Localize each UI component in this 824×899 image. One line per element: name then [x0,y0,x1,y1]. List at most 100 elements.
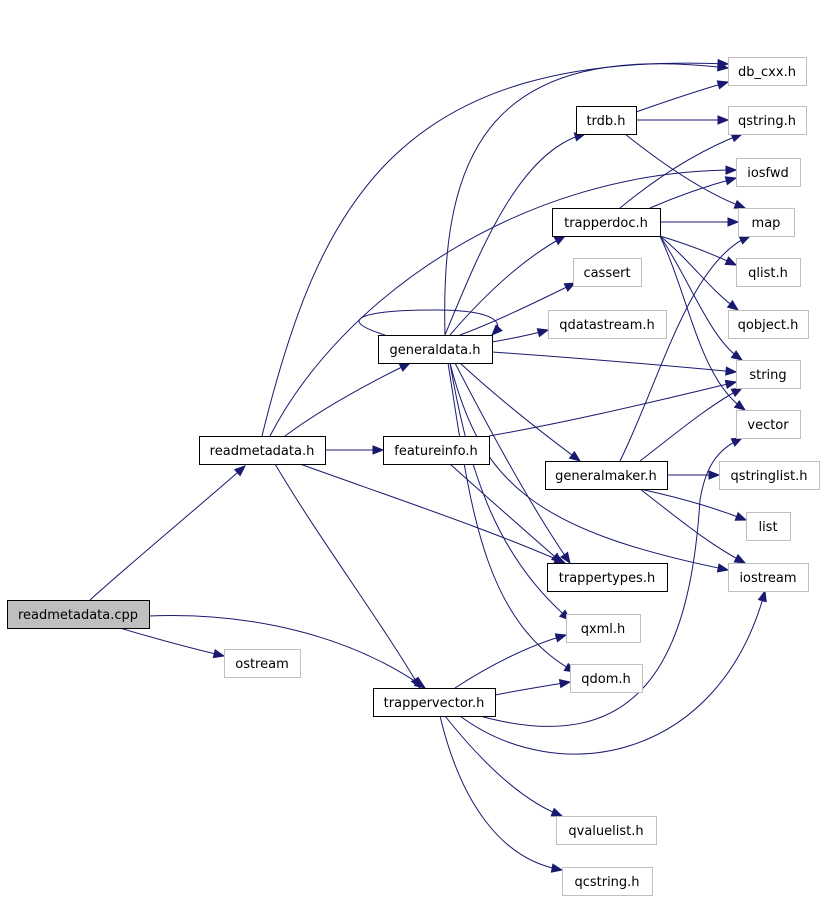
node-label: qvaluelist.h [568,824,643,839]
node-box [570,664,643,693]
node-box [573,258,642,287]
node-label: trdb.h [586,114,625,129]
node-iosfwd: iosfwd [736,158,801,187]
edge-line [659,235,746,411]
arrowhead-icon [550,807,564,817]
edge-line [639,387,743,462]
node-iostream: iostream [728,563,809,592]
edge-readmetadata-h-to-trappervector-h [274,463,421,690]
node-label: generaldata.h [389,343,480,358]
node-box [736,258,801,287]
node-box [373,688,496,717]
arrowhead-icon [410,676,421,690]
edge-trapperdoc-h-to-qobject-h [659,235,740,311]
node-box [383,436,490,465]
edge-generaldata-h-to-db-cxx-h [444,62,730,336]
node-qcstring-h: qcstring.h [562,867,653,896]
node-trdb-h[interactable]: trdb.h [576,106,637,135]
edge-trappervector-h-to-qvaluelist-h [444,715,564,817]
edge-line [454,362,571,564]
node-box [728,57,807,86]
node-label: generalmaker.h [555,469,657,484]
node-box [378,335,493,364]
edge-line [274,463,421,689]
edge-line [449,463,563,564]
arrowhead-icon [563,282,577,292]
node-label: trappertypes.h [559,571,655,586]
edge-line [439,715,563,871]
arrowhead-icon [536,328,550,338]
node-box [719,461,820,490]
arrowhead-icon [724,256,738,266]
edge-featureinfo-h-to-string [488,379,738,437]
arrowhead-icon [733,400,747,411]
edge-generaldata-h-to-generaldata-h [358,309,503,336]
edge-line [454,634,567,689]
node-cassert: cassert [573,258,642,287]
arrowhead-icon [708,470,721,480]
arrowhead-icon [717,115,730,125]
node-readmetadata-h[interactable]: readmetadata.h [199,436,326,465]
arrowhead-icon [725,165,738,175]
edge-readmetadata-cpp-to-readmetadata-h [89,465,247,601]
node-label: iostream [739,571,796,586]
edge-line [459,362,581,462]
edge-line [494,681,571,696]
arrowhead-icon [724,176,738,186]
node-box [728,310,809,339]
arrowhead-icon [724,379,738,390]
node-box [728,106,807,135]
arrowhead-icon [550,552,564,564]
edge-readmetadata-cpp-to-ostream [119,627,226,659]
edge-generalmaker-h-to-iostream [639,488,747,564]
arrowhead-icon [554,633,568,643]
node-generalmaker-h[interactable]: generalmaker.h [545,461,668,490]
edge-readmetadata-h-to-iosfwd [269,165,738,437]
node-generaldata-h[interactable]: generaldata.h [378,335,493,364]
node-box [736,410,801,439]
edge-line [488,381,737,437]
edge-generaldata-h-to-iostream [449,362,730,573]
arrowhead-icon [550,863,564,873]
node-featureinfo-h[interactable]: featureinfo.h [383,436,490,465]
node-box [746,512,791,541]
edge-line [459,590,766,755]
arrowhead-icon [233,465,247,477]
edge-trdb-h-to-db-cxx-h [635,80,730,113]
node-readmetadata-cpp[interactable]: readmetadata.cpp [7,600,150,629]
node-box [566,614,641,643]
node-trapperdoc-h[interactable]: trapperdoc.h [552,208,661,237]
edge-generaldata-h-to-qdatastream-h [491,328,550,343]
node-label: qlist.h [748,266,788,281]
node-qlist-h: qlist.h [736,258,801,287]
node-label: featureinfo.h [394,444,477,459]
edge-trapperdoc-h-to-qlist-h [659,235,738,266]
node-box [562,867,653,896]
edge-line [284,362,411,437]
node-qdom-h: qdom.h [570,664,643,693]
node-box [224,649,301,678]
edge-generaldata-h-to-qdom-h [447,362,577,673]
node-trappervector-h[interactable]: trappervector.h [373,688,496,717]
arrowhead-icon [757,589,767,603]
node-db-cxx-h: db_cxx.h [728,57,807,86]
arrowhead-icon [491,324,503,336]
edge-readmetadata-h-to-featureinfo-h [325,445,385,455]
arrowhead-icon [725,366,738,376]
edge-line [444,63,729,336]
node-label: list [758,520,777,535]
edge-line [89,465,246,601]
node-qdatastream-h: qdatastream.h [548,310,667,339]
node-label: readmetadata.cpp [18,608,138,623]
edge-generalmaker-h-to-list [639,488,748,521]
edge-line [449,235,566,336]
edge-line [119,627,225,657]
node-trappertypes-h[interactable]: trappertypes.h [547,563,668,592]
arrowhead-icon [716,563,730,573]
edge-line [639,488,746,564]
node-label: readmetadata.h [210,444,315,459]
node-map: map [738,208,795,237]
arrowhead-icon [726,299,740,311]
node-box [547,563,668,592]
node-label: qdatastream.h [559,318,654,333]
